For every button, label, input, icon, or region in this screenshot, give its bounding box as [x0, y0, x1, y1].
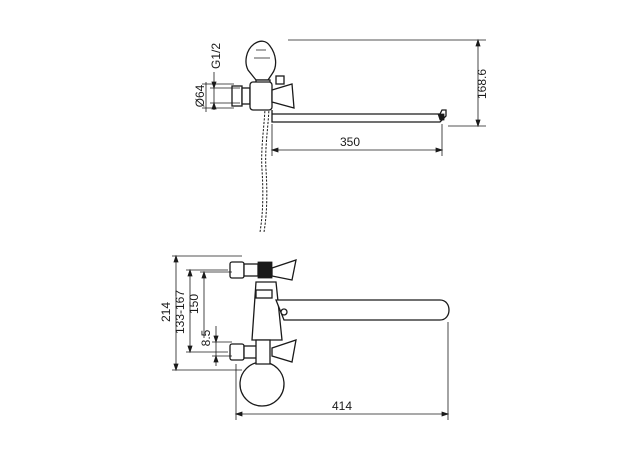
spout-aerator [437, 113, 445, 121]
dim-inlet-spacing: 150 [187, 294, 201, 314]
shower-head [245, 40, 277, 81]
upper-handle [271, 259, 297, 281]
lower-flange [229, 343, 245, 361]
diverter-knob [275, 75, 285, 85]
dim-arrows-height [475, 38, 481, 128]
upper-flange [229, 261, 245, 279]
spout-screw [280, 308, 288, 316]
dim-arrows-center [187, 268, 193, 354]
dim-arrow-150 [201, 270, 207, 279]
lower-handle [271, 339, 297, 363]
dim-arrows-414 [234, 411, 450, 417]
dim-diameter: Ø64 [193, 84, 207, 107]
dim-center-range: 133-167 [173, 290, 187, 334]
inlet-connector [241, 87, 251, 105]
dim-total-width: 414 [332, 399, 352, 413]
dim-arrows-spout [270, 147, 444, 153]
dim-arrows-thread [211, 81, 217, 110]
dim-spout-length: 350 [340, 135, 360, 149]
dim-arrows-85 [213, 335, 219, 363]
spout [271, 109, 447, 123]
body-collar [255, 289, 273, 299]
front-view: 214 133-167 150 8.5 414 [159, 254, 450, 420]
shower-hose [259, 85, 266, 233]
dim-offset: 8.5 [199, 329, 213, 346]
dim-thread: G1/2 [209, 43, 223, 69]
body-lower [255, 339, 271, 365]
dim-total-height: 214 [159, 302, 173, 322]
dim-height: 168.6 [475, 69, 489, 99]
dim-arrows-214 [173, 254, 179, 372]
shower-head-detail [254, 49, 270, 59]
valve-handle [271, 83, 295, 109]
hose-nut-detail [258, 265, 272, 275]
spout-front [275, 299, 450, 321]
shower-hose-edge [263, 85, 270, 233]
shower-head-front [239, 361, 285, 407]
upper-connector [243, 263, 259, 277]
side-view: G1/2 Ø64 168.6 350 [193, 38, 489, 233]
mixer-body [249, 81, 273, 111]
